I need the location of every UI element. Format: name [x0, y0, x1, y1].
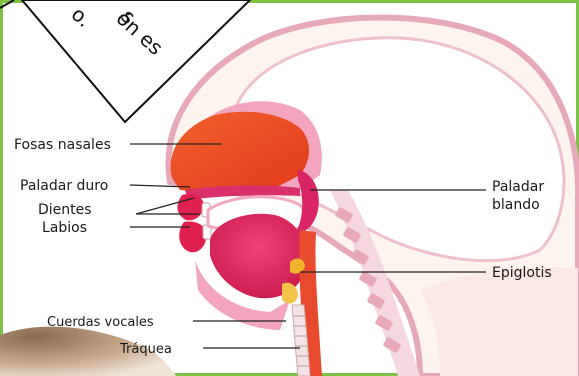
- label-labios: Labios: [42, 220, 87, 236]
- label-cuerdas-vocales: Cuerdas vocales: [47, 315, 154, 330]
- label-paladar: Paladar: [492, 179, 544, 195]
- label-epiglotis: Epiglotis: [492, 265, 552, 281]
- label-traquea: Tráquea: [119, 342, 172, 357]
- label-dientes: Dientes: [38, 202, 92, 218]
- label-paladar-duro: Paladar duro: [20, 178, 108, 194]
- label-fosas-nasales: Fosas nasales: [14, 137, 111, 153]
- label-blando: blando: [492, 197, 540, 213]
- neck-tissue: [420, 267, 578, 376]
